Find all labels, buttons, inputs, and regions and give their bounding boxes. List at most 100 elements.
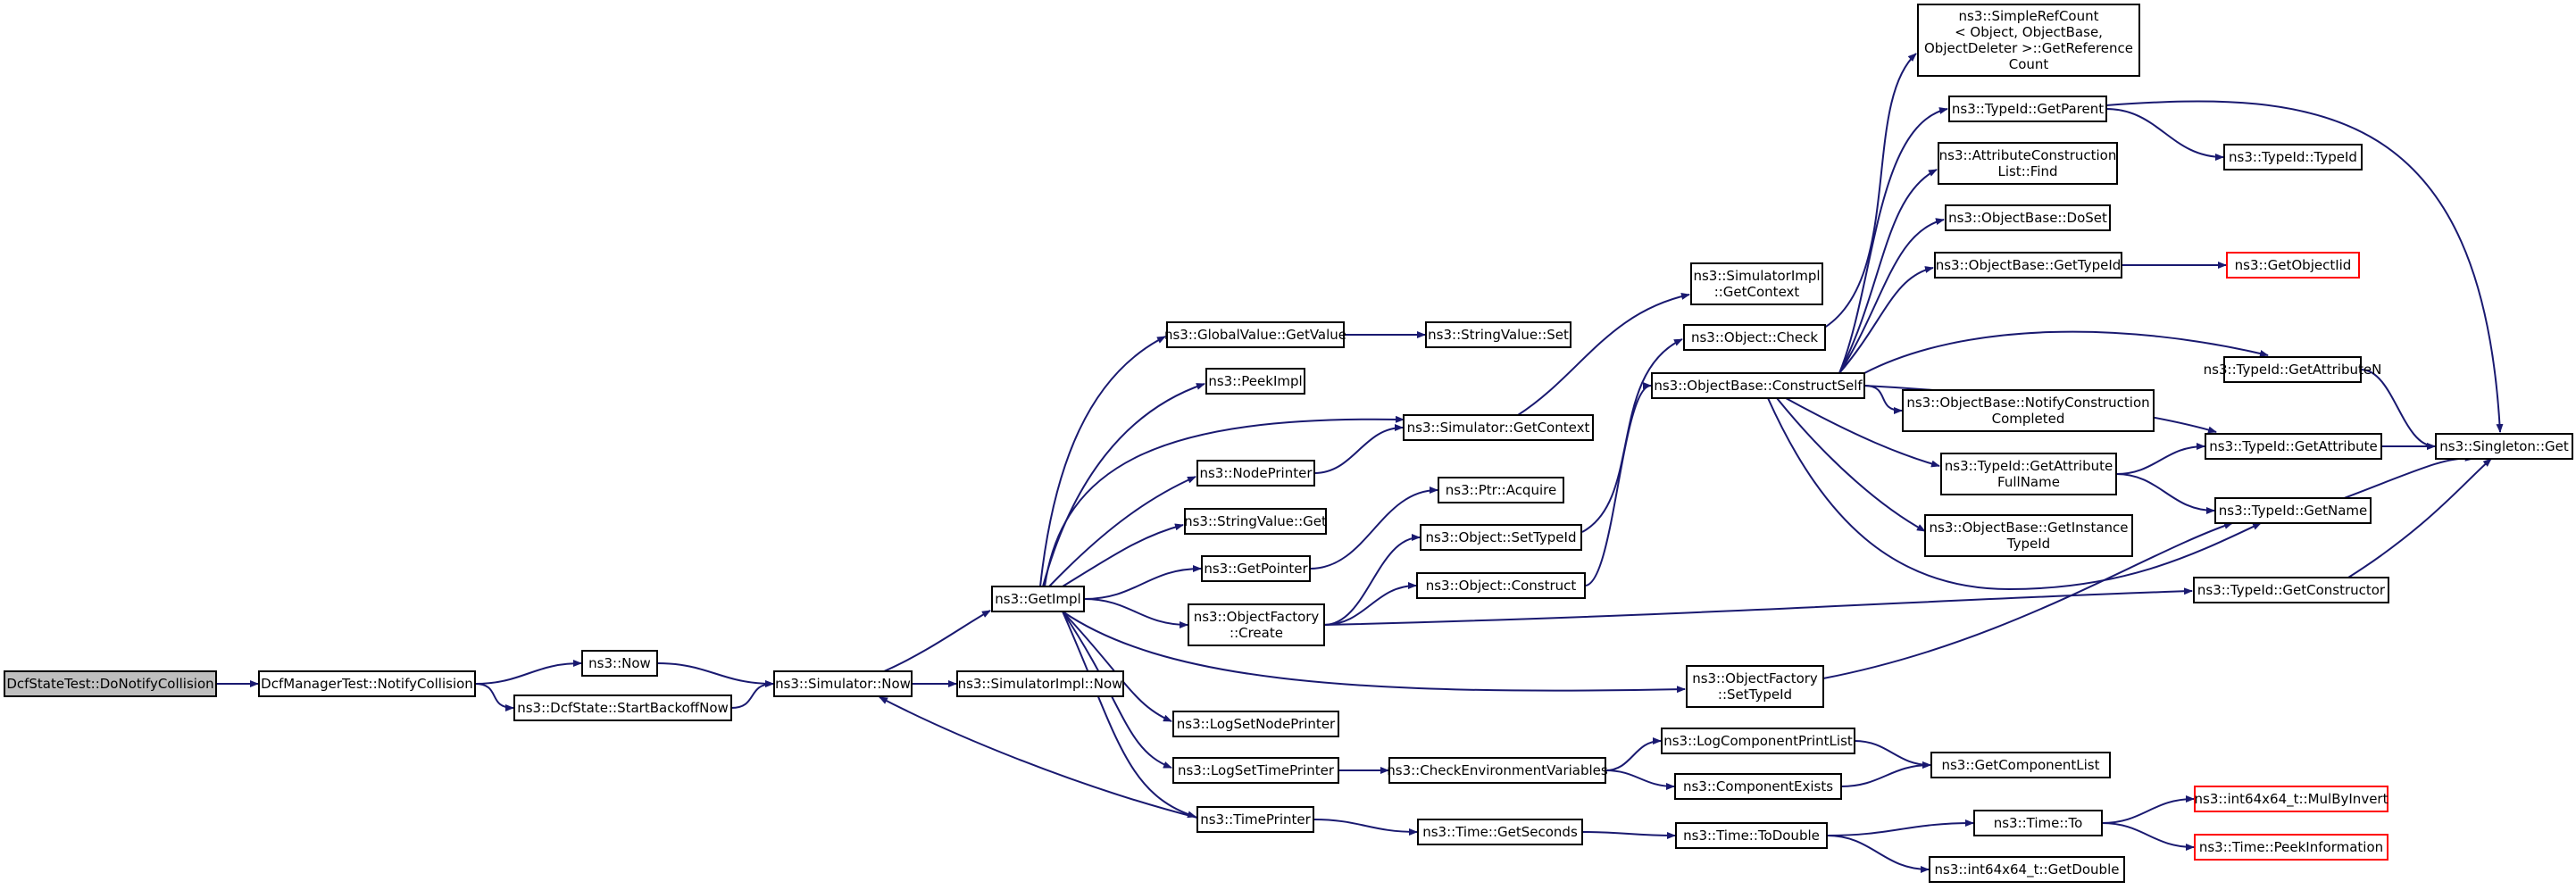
node-objconstruct[interactable]: ns3::Object::Construct: [1416, 572, 1586, 599]
edge-timetodouble-to-timeto: [1826, 819, 1974, 836]
node-box: [2194, 786, 2388, 812]
edge-tidgetname-to-singletonget: [2338, 453, 2474, 501]
node-label: ObjectDeleter >::GetReference: [1924, 40, 2133, 56]
node-box: [1403, 414, 1594, 441]
edge-tidgetattrfull-to-tidgetattr: [2115, 443, 2205, 475]
edge-getimpl-to-lognode: [1062, 611, 1172, 722]
node-getcomplist[interactable]: ns3::GetComponentList: [1930, 752, 2111, 778]
edge-timeto-to-mulbyinvert: [2101, 795, 2195, 824]
edge-checkenv-to-lcpl: [1605, 737, 1662, 771]
node-box: [1388, 757, 1606, 784]
node-notify[interactable]: DcfManagerTest::NotifyCollision: [258, 670, 476, 697]
node-simplerefcount[interactable]: ns3::SimpleRefCount< Object, ObjectBase,…: [1917, 4, 2140, 77]
node-label: ns3::ObjectBase::NotifyConstruction: [1906, 395, 2149, 411]
edge-tidgetctor-to-singletonget: [2347, 458, 2492, 578]
node-box: [1196, 806, 1314, 833]
node-label: ns3::SimpleRefCount: [1959, 8, 2099, 24]
node-tidgetparent[interactable]: ns3::TypeId::GetParent: [1948, 96, 2107, 122]
node-tidgetctor[interactable]: ns3::TypeId::GetConstructor: [2193, 577, 2389, 603]
edge-obconstructself-to-acfind: [1838, 169, 1938, 374]
node-simimplnow[interactable]: ns3::SimulatorImpl::Now: [956, 670, 1124, 697]
node-obconstructself[interactable]: ns3::ObjectBase::ConstructSelf: [1651, 372, 1865, 399]
node-box: [1172, 757, 1339, 784]
node-nodeprinter[interactable]: ns3::NodePrinter: [1196, 460, 1315, 487]
node-box: [1930, 752, 2111, 778]
node-lognode[interactable]: ns3::LogSetNodePrinter: [1172, 711, 1339, 737]
node-checkenv[interactable]: ns3::CheckEnvironmentVariables: [1387, 757, 1608, 784]
node-timetodouble[interactable]: ns3::Time::ToDouble: [1675, 822, 1828, 849]
node-simnow[interactable]: ns3::Simulator::Now: [773, 670, 913, 697]
node-label: ns3::TimePrinter: [1200, 811, 1311, 828]
node-box: [773, 670, 913, 697]
node-obdoset[interactable]: ns3::ObjectBase::DoSet: [1945, 204, 2111, 231]
node-objsettid[interactable]: ns3::Object::SetTypeId: [1420, 524, 1582, 551]
node-label: ns3::TypeId::GetAttribute: [2209, 438, 2377, 454]
node-logtime[interactable]: ns3::LogSetTimePrinter: [1172, 757, 1339, 784]
node-box: [1166, 321, 1345, 348]
node-lcpl[interactable]: ns3::LogComponentPrintList: [1661, 728, 1855, 754]
edge-getimpl-to-getpointer: [1083, 565, 1202, 600]
node-box: [1172, 711, 1339, 737]
node-tidgetattr[interactable]: ns3::TypeId::GetAttribute: [2205, 433, 2382, 460]
edge-getimpl-to-logtime: [1062, 611, 1172, 769]
edge-tidgetparent-to-tidtid: [2105, 108, 2224, 161]
node-box: [1940, 453, 2117, 495]
node-label: ns3::StringValue::Get: [1184, 513, 1327, 529]
node-simimplctx[interactable]: ns3::SimulatorImpl::GetContext: [1690, 262, 1823, 305]
node-i64getdouble[interactable]: ns3::int64x64_t::GetDouble: [1929, 856, 2125, 883]
node-singletonget[interactable]: ns3::Singleton::Get: [2435, 433, 2573, 460]
node-box: [2435, 433, 2573, 460]
node-peekinfo[interactable]: ns3::Time::PeekInformation: [2194, 834, 2388, 861]
edge-obconstructself-to-obgetinst: [1776, 397, 1926, 532]
node-obnotify[interactable]: ns3::ObjectBase::NotifyConstructionCompl…: [1902, 389, 2155, 432]
node-svget[interactable]: ns3::StringValue::Get: [1184, 508, 1327, 535]
node-label: DcfManagerTest::NotifyCollision: [261, 676, 473, 692]
node-label: ns3::Time::GetSeconds: [1422, 824, 1578, 840]
node-ofcreate[interactable]: ns3::ObjectFactory::Create: [1188, 603, 1325, 646]
node-timeto[interactable]: ns3::Time::To: [1973, 810, 2103, 836]
node-timegetsec[interactable]: ns3::Time::GetSeconds: [1417, 819, 1583, 845]
node-ptracq[interactable]: ns3::Ptr::Acquire: [1438, 477, 1564, 503]
node-getpointer[interactable]: ns3::GetPointer: [1201, 555, 1311, 582]
node-compexists[interactable]: ns3::ComponentExists: [1674, 773, 1842, 800]
node-box: [258, 670, 476, 697]
node-timeprinter[interactable]: ns3::TimePrinter: [1196, 806, 1314, 833]
node-getimpl[interactable]: ns3::GetImpl: [991, 586, 1085, 612]
node-label: ns3::int64x64_t::MulByInvert: [2195, 791, 2388, 808]
node-getobjectiid[interactable]: ns3::GetObjectIid: [2226, 252, 2360, 279]
edges: [216, 53, 2504, 873]
node-peekimpl[interactable]: ns3::PeekImpl: [1205, 368, 1305, 395]
node-tidgetattrn[interactable]: ns3::TypeId::GetAttributeN: [2204, 356, 2382, 383]
node-box: [1188, 603, 1325, 646]
edge-getimpl-to-nodeprinter: [1048, 476, 1196, 587]
node-box: [1948, 96, 2107, 122]
node-box: [1917, 4, 2140, 77]
node-mulbyinvert[interactable]: ns3::int64x64_t::MulByInvert: [2194, 786, 2388, 812]
node-label: FullName: [1997, 474, 2060, 490]
node-svset[interactable]: ns3::StringValue::Set: [1425, 321, 1571, 348]
node-tidtid[interactable]: ns3::TypeId::TypeId: [2223, 144, 2363, 171]
node-box: [513, 695, 732, 721]
node-now[interactable]: ns3::Now: [581, 650, 658, 677]
node-box: [1686, 665, 1824, 708]
node-ofsettid[interactable]: ns3::ObjectFactory::SetTypeId: [1686, 665, 1824, 708]
node-label: ns3::ObjectBase::GetTypeId: [1936, 257, 2122, 273]
node-label: ns3::Simulator::GetContext: [1407, 420, 1590, 436]
node-label: ns3::TypeId::GetAttributeN: [2204, 362, 2382, 378]
node-objcheck[interactable]: ns3::Object::Check: [1683, 324, 1826, 351]
node-label: ns3::Time::To: [1994, 815, 2083, 831]
node-backoff[interactable]: ns3::DcfState::StartBackoffNow: [513, 695, 732, 721]
edge-obconstructself-to-tidgetname: [1767, 397, 2262, 591]
node-simctx[interactable]: ns3::Simulator::GetContext: [1403, 414, 1594, 441]
node-obgettid[interactable]: ns3::ObjectBase::GetTypeId: [1934, 252, 2122, 279]
node-box: [4, 670, 217, 697]
node-tidgetname[interactable]: ns3::TypeId::GetName: [2214, 497, 2372, 524]
edge-getimpl-to-gvget: [1039, 336, 1166, 587]
edge-getimpl-to-peekimpl: [1042, 383, 1205, 587]
edge-obconstructself-to-tidgetattrn: [1863, 330, 2269, 374]
node-gvget[interactable]: ns3::GlobalValue::GetValue: [1164, 321, 1346, 348]
